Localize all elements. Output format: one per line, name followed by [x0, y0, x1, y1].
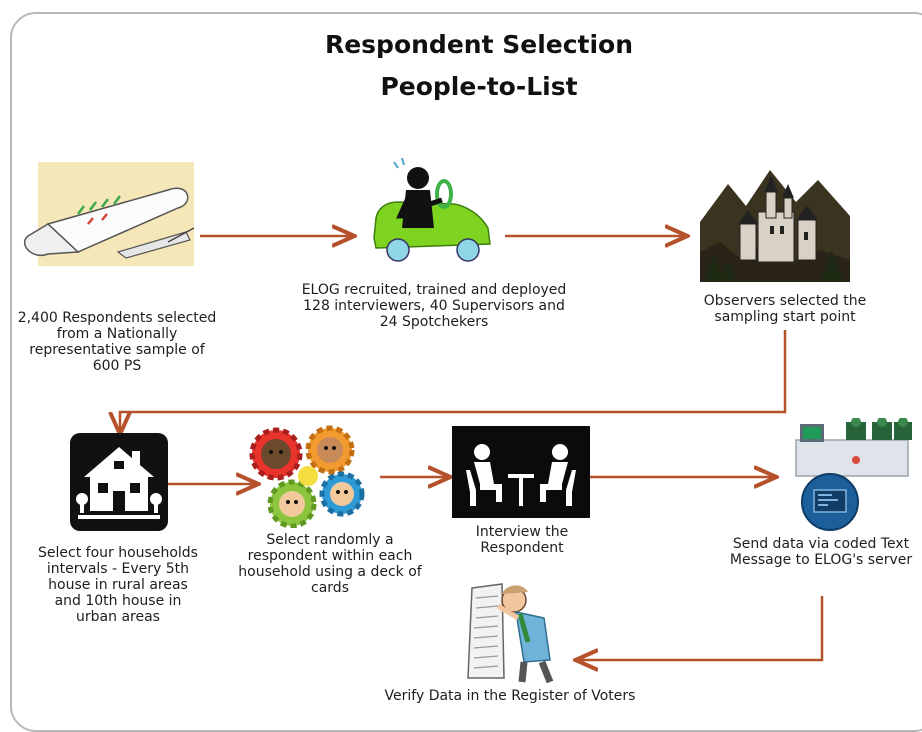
- arrow-7-to-8: [578, 596, 824, 660]
- interview-icon: [452, 426, 590, 518]
- diagram-title: Respondent Selection: [324, 30, 634, 59]
- gears-faces-icon: [249, 425, 365, 528]
- step-caption-recruitment: ELOG recruited, trained and deployed 128…: [301, 282, 567, 330]
- step-caption-households: Select four households intervals - Every…: [38, 545, 198, 625]
- step-caption-respondents: 2,400 Respondents selected from a Nation…: [17, 310, 217, 374]
- frustrated-man-icon: [467, 583, 554, 684]
- step-caption-interview: Interview the Respondent: [475, 524, 569, 556]
- diagram-subtitle: People-to-List: [380, 72, 578, 101]
- arrow-3-to-4: [120, 330, 787, 432]
- step-caption-send-data: Send data via coded Text Message to ELOG…: [729, 536, 913, 568]
- step-caption-verify: Verify Data in the Register of Voters: [384, 688, 636, 704]
- castle-icon: [700, 170, 850, 282]
- step-caption-random-respondent: Select randomly a respondent within each…: [238, 532, 422, 596]
- house-icon: [70, 433, 168, 531]
- flow-arrows: [0, 0, 824, 706]
- car-driver-icon: [373, 157, 491, 262]
- scroll-icon: [23, 162, 195, 266]
- server-computer-icon: [795, 418, 912, 531]
- step-caption-start-point: Observers selected the sampling start po…: [703, 293, 867, 325]
